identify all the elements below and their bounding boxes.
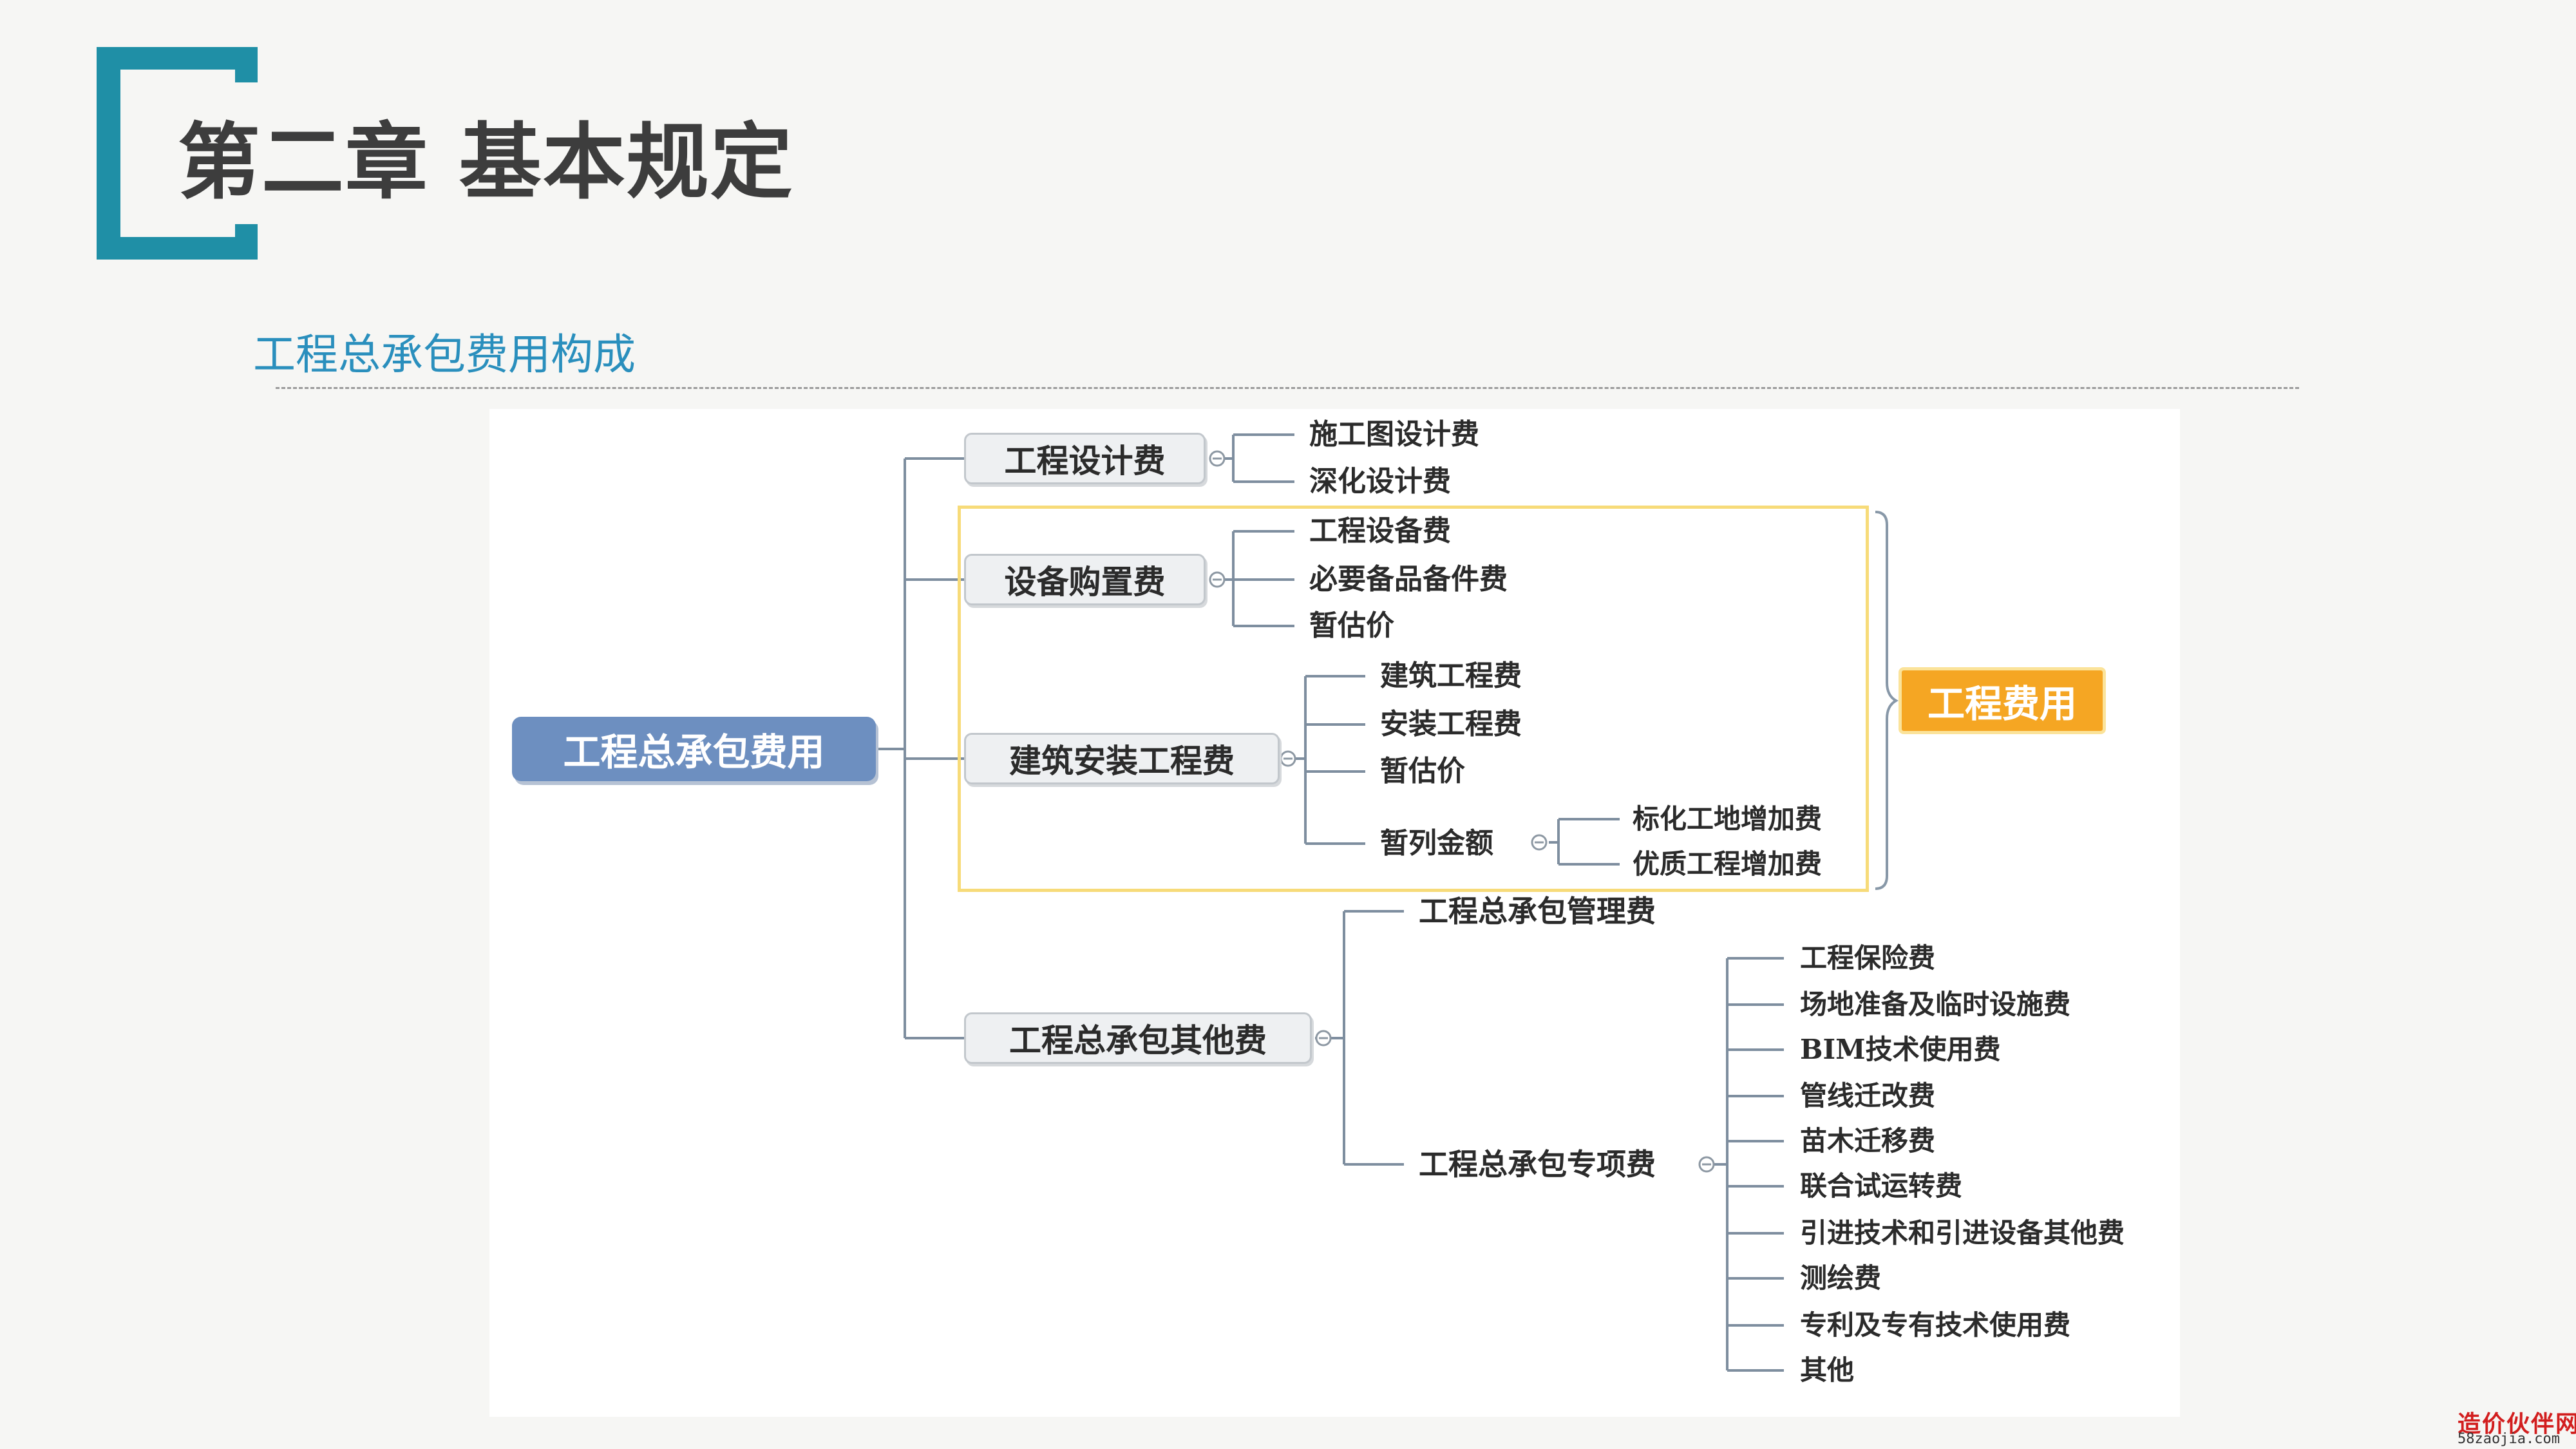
- bracket-left-bar: [97, 47, 120, 260]
- leaf-item: 专利及专有技术使用费: [1800, 1309, 2071, 1341]
- leaf-item: 安装工程费: [1380, 708, 1522, 741]
- leaf-item: BIM技术使用费: [1800, 1034, 2001, 1065]
- result-node-engineering-cost: 工程费用: [1899, 667, 2106, 734]
- leaf-item: 必要备品备件费: [1309, 563, 1508, 596]
- section-subtitle: 工程总承包费用构成: [253, 330, 636, 379]
- root-node-total-cost: 工程总承包费用: [512, 717, 876, 781]
- leaf-item: 场地准备及临时设施费: [1800, 989, 2071, 1020]
- leaf-item: 深化设计费: [1309, 465, 1451, 498]
- branch-label: 工程设计费: [1004, 442, 1166, 480]
- leaf-item: 建筑工程费: [1380, 659, 1522, 692]
- leaf-item: 管线迁改费: [1800, 1080, 1936, 1112]
- branch-node-other-fee: 工程总承包其他费: [964, 1012, 1312, 1064]
- leaf-item: 工程总承包管理费: [1419, 894, 1656, 929]
- branch-node-construction-fee: 建筑安装工程费: [964, 733, 1280, 784]
- leaf-item: 其他: [1800, 1354, 1855, 1386]
- leaf-item: 工程保险费: [1800, 942, 1936, 974]
- root-node-label: 工程总承包费用: [563, 730, 825, 774]
- leaf-item: 暂估价: [1309, 609, 1394, 642]
- leaf-item: 引进技术和引进设备其他费: [1800, 1217, 2125, 1249]
- leaf-item: 苗木迁移费: [1800, 1125, 1936, 1157]
- engineering-cost-frame: [958, 506, 1869, 892]
- leaf-item: 测绘费: [1800, 1262, 1882, 1294]
- branch-node-equipment-fee: 设备购置费: [964, 554, 1206, 605]
- leaf-item: 标化工地增加费: [1633, 803, 1823, 835]
- leaf-item: 施工图设计费: [1309, 418, 1479, 451]
- bracket-bottom-bar: [97, 237, 258, 260]
- branch-label: 工程总承包其他费: [1009, 1022, 1267, 1059]
- leaf-item: 优质工程增加费: [1633, 848, 1823, 880]
- result-node-label: 工程费用: [1927, 682, 2077, 726]
- branch-label: 设备购置费: [1004, 564, 1166, 601]
- watermark-logo-text: 造价伙伴网: [2458, 1410, 2576, 1437]
- leaf-item: 联合试运转费: [1800, 1170, 1963, 1202]
- bracket-top-tail: [235, 47, 258, 82]
- bracket-top-bar: [97, 47, 258, 70]
- leaf-item: 暂估价: [1380, 755, 1465, 788]
- sub-node-provisional-sum: 暂列金额: [1380, 827, 1493, 860]
- watermark-url: 58zaojia.com: [2458, 1431, 2560, 1447]
- subtitle-divider: [276, 387, 2299, 389]
- sub-node-special-fee: 工程总承包专项费: [1419, 1147, 1656, 1182]
- diagram-canvas: [489, 409, 2180, 1417]
- leaf-item: 工程设备费: [1309, 515, 1451, 547]
- bracket-bottom-tail: [235, 224, 258, 260]
- page-title: 第二章 基本规定: [178, 115, 794, 211]
- branch-label: 建筑安装工程费: [1009, 743, 1235, 780]
- branch-node-design-fee: 工程设计费: [964, 433, 1206, 484]
